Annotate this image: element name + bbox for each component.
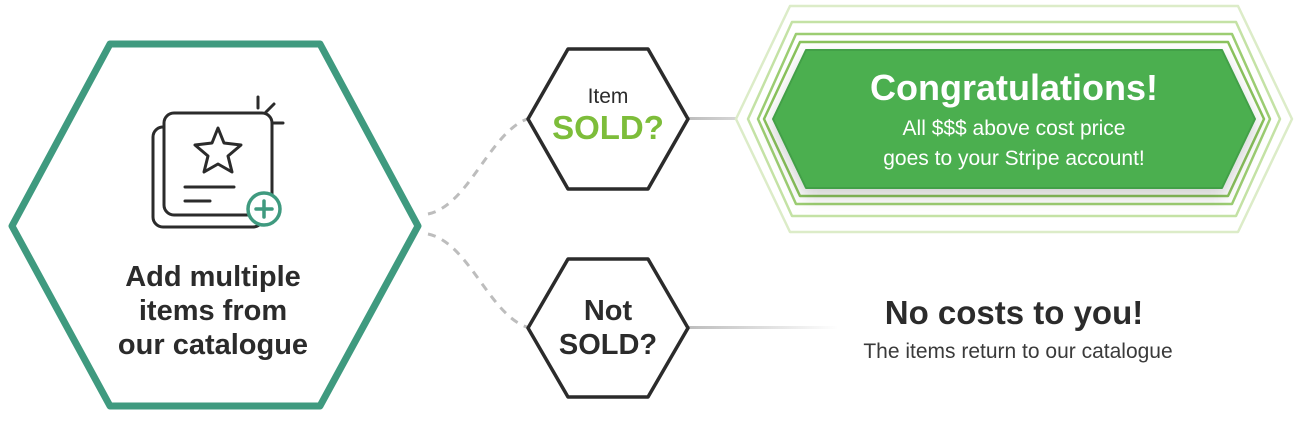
sold-result-title: Congratulations! <box>870 67 1158 108</box>
sold-decision-hexagon <box>526 47 690 191</box>
start-title-line-3: our catalogue <box>118 329 308 361</box>
connector-to-not-sold <box>427 232 531 330</box>
sold-decision-line-1: Item <box>588 85 629 108</box>
not-sold-result-title: No costs to you! <box>885 294 1144 331</box>
not-sold-result-subtitle: The items return to our catalogue <box>863 340 1172 363</box>
not-sold-result-connector <box>688 326 838 329</box>
add-catalogue-item-icon <box>151 95 285 229</box>
sold-result-banner <box>734 4 1294 234</box>
start-title-line-1: Add multiple <box>125 261 301 293</box>
connector-to-sold <box>427 116 531 216</box>
sold-result-line-1: All $$$ above cost price <box>903 117 1126 140</box>
not-sold-decision-line-1: Not <box>584 295 633 327</box>
sold-result-line-2: goes to your Stripe account! <box>883 147 1145 170</box>
not-sold-decision-line-2: SOLD? <box>559 329 657 361</box>
start-title-line-2: items from <box>139 295 287 327</box>
not-sold-decision-hexagon <box>526 257 690 399</box>
sold-decision-line-2: SOLD? <box>552 109 664 146</box>
